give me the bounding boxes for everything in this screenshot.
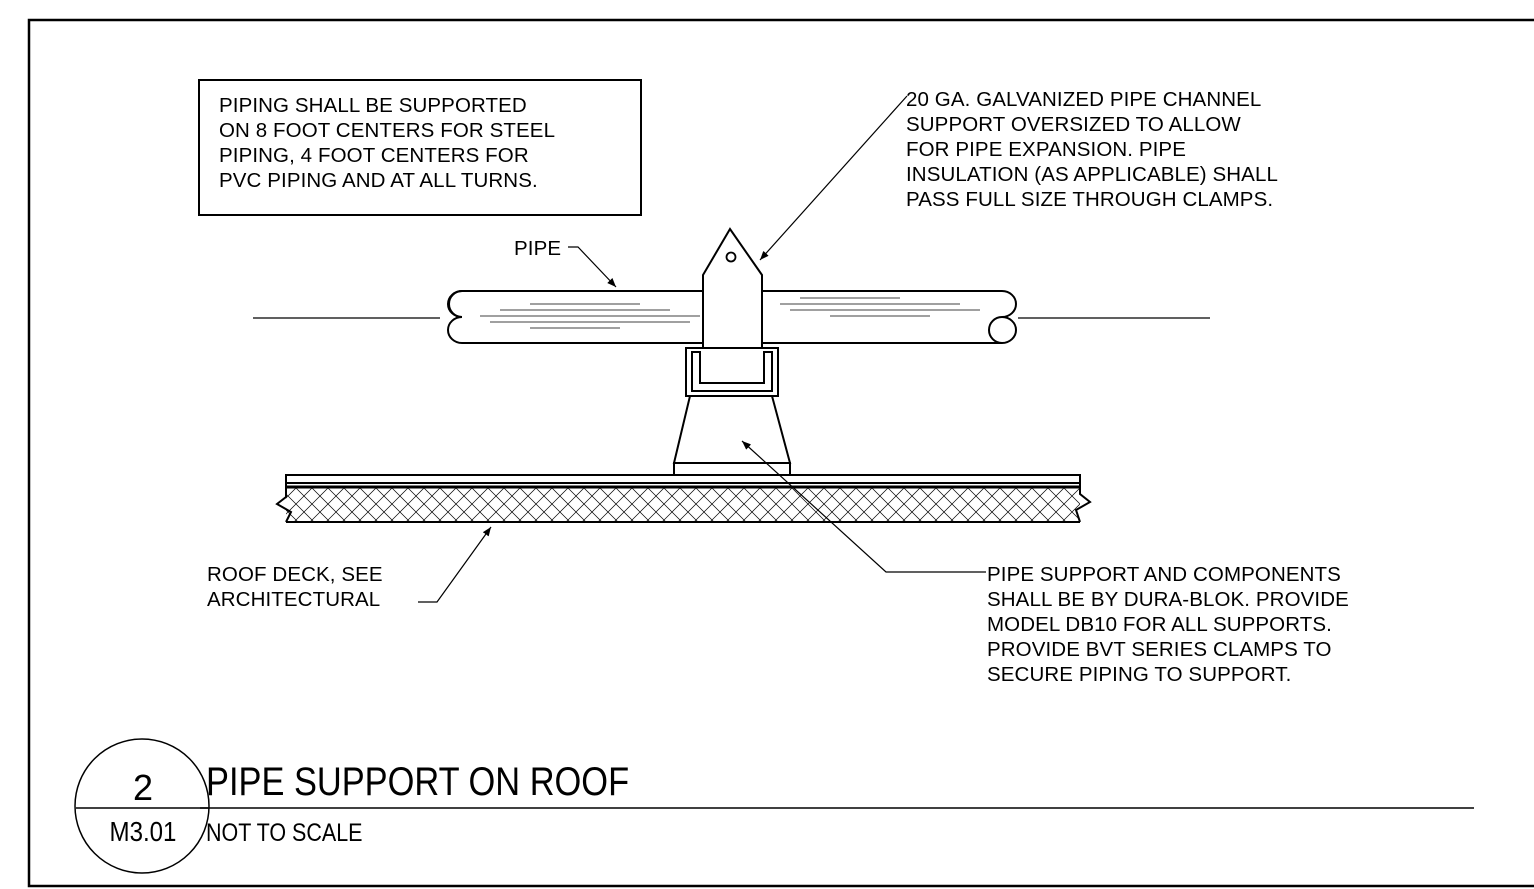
support-leader <box>741 440 986 573</box>
roof-deck-label-line: ARCHITECTURAL <box>207 588 381 611</box>
roof-deck-leader <box>418 526 492 603</box>
leader-lines <box>418 95 986 603</box>
roof-deck-label: ROOF DECK, SEE ARCHITECTURAL <box>207 562 383 612</box>
detail-bubble <box>74 738 210 874</box>
support-label-line: PROVIDE BVT SERIES CLAMPS TO <box>987 638 1332 661</box>
channel-label-line: 20 GA. GALVANIZED PIPE CHANNEL <box>906 88 1262 111</box>
roof-deck <box>275 474 1092 523</box>
channel-label: 20 GA. GALVANIZED PIPE CHANNEL SUPPORT O… <box>906 87 1278 212</box>
sheet-border <box>27 18 1534 888</box>
support-label-line: PIPE SUPPORT AND COMPONENTS <box>987 563 1341 586</box>
detail-sheet-ref: M3.01 <box>109 816 177 847</box>
channel-base <box>685 347 779 397</box>
dura-blok-support <box>672 395 792 476</box>
general-note: PIPING SHALL BE SUPPORTED ON 8 FOOT CENT… <box>219 93 555 193</box>
roof-deck-label-line: ROOF DECK, SEE <box>207 563 383 586</box>
pipe-channel-support <box>702 227 763 348</box>
channel-label-line: INSULATION (AS APPLICABLE) SHALL <box>906 163 1278 186</box>
channel-label-line: SUPPORT OVERSIZED TO ALLOW <box>906 113 1241 136</box>
general-note-line: PVC PIPING AND AT ALL TURNS. <box>219 169 538 192</box>
support-label: PIPE SUPPORT AND COMPONENTS SHALL BE BY … <box>987 562 1349 687</box>
detail-title: PIPE SUPPORT ON ROOF <box>206 760 630 804</box>
pipe <box>447 290 1017 344</box>
pipe-label: PIPE <box>514 237 562 260</box>
general-note-line: PIPING SHALL BE SUPPORTED <box>219 94 527 117</box>
pipe-shading <box>480 297 980 329</box>
detail-number: 2 <box>132 767 154 808</box>
channel-label-line: FOR PIPE EXPANSION. PIPE <box>906 138 1186 161</box>
support-label-line: MODEL DB10 FOR ALL SUPPORTS. <box>987 613 1332 636</box>
general-note-line: ON 8 FOOT CENTERS FOR STEEL <box>219 119 556 142</box>
support-label-line: SECURE PIPING TO SUPPORT. <box>987 663 1292 686</box>
support-label-line: SHALL BE BY DURA-BLOK. PROVIDE <box>987 588 1349 611</box>
channel-label-line: PASS FULL SIZE THROUGH CLAMPS. <box>906 188 1274 211</box>
channel-bolt-hole <box>725 251 737 263</box>
channel-leader <box>759 95 908 261</box>
detail-scale: NOT TO SCALE <box>206 819 363 847</box>
general-note-line: PIPING, 4 FOOT CENTERS FOR <box>219 144 529 167</box>
pipe-leader <box>568 246 617 288</box>
general-note-box <box>198 79 642 216</box>
